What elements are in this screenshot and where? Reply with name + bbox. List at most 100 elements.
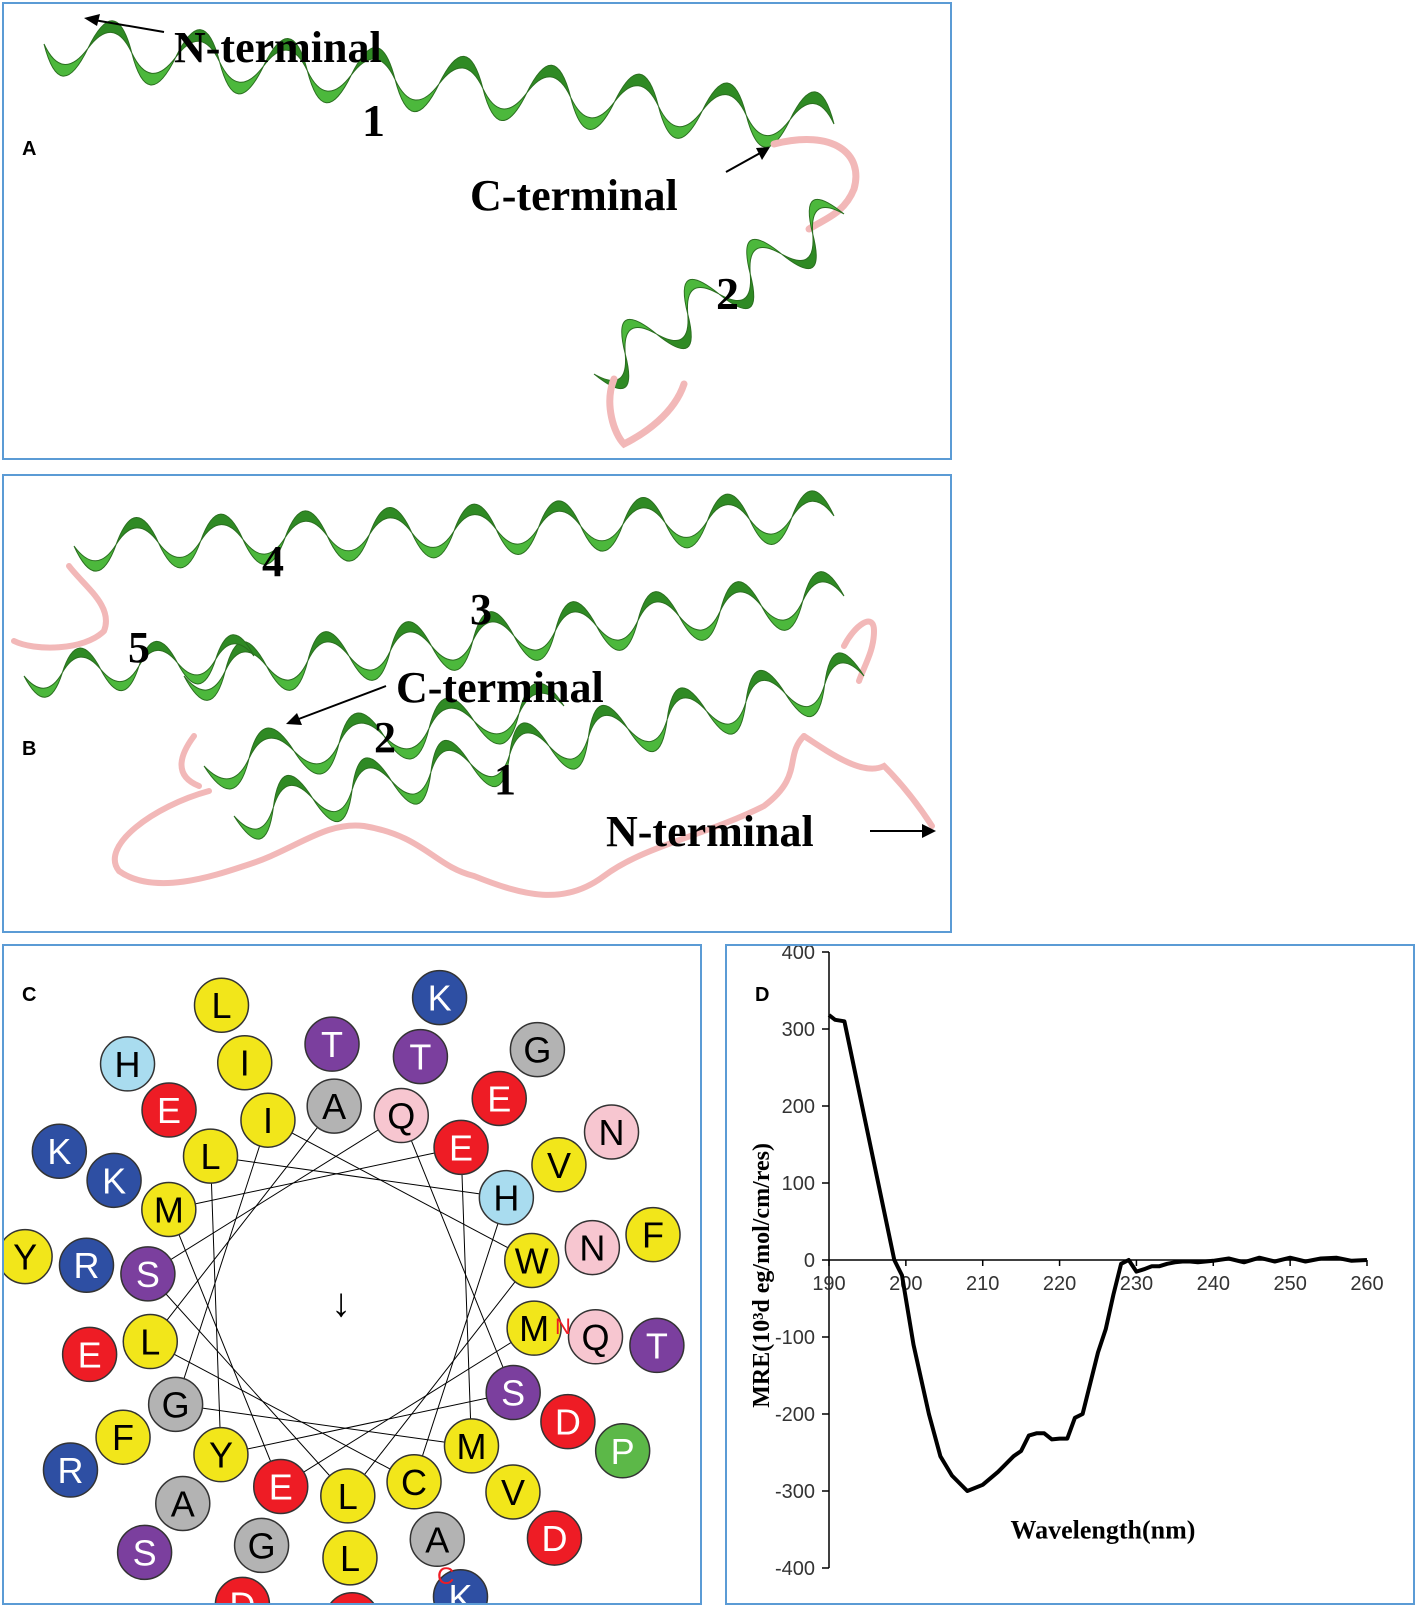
helix-1-segment <box>469 754 511 787</box>
residue-circle <box>411 969 468 1026</box>
wheel-connection-line <box>149 1105 335 1342</box>
residue-circle <box>306 1078 362 1134</box>
y-tick-label: -400 <box>775 1558 815 1580</box>
x-tick-label: 220 <box>1043 1273 1076 1295</box>
panel-label-c: C <box>22 984 37 1006</box>
helix-2-segment <box>293 743 340 775</box>
residue-letter: I <box>263 1100 273 1141</box>
residue-letter: D <box>229 1584 255 1603</box>
helix-3-segment <box>183 670 226 701</box>
helix-1-segment <box>391 772 432 805</box>
panel-a: A N-terminal 1 C-terminal 2 <box>2 2 952 460</box>
residue-letter: N <box>579 1228 605 1269</box>
helix-3-segment <box>637 591 680 622</box>
residue-circle <box>86 1152 142 1209</box>
helix-1-segment <box>175 29 221 62</box>
loop-a-1 <box>770 136 860 233</box>
helix-3-segment <box>678 610 721 641</box>
residue-letter: E <box>449 1127 473 1168</box>
residue-circle <box>625 1206 681 1263</box>
helix-1-segment <box>587 705 629 738</box>
residue-letter: P <box>611 1431 635 1472</box>
residue-circle <box>629 1317 685 1374</box>
helix-4-segment <box>495 527 539 555</box>
residue-letter: Q <box>581 1317 609 1358</box>
residue-letter: H <box>493 1178 519 1219</box>
helix-2-ribbon <box>203 682 565 790</box>
helix-4-segment <box>453 503 497 532</box>
label-c-terminal-a: C-terminal <box>470 171 678 220</box>
residue-letter: R <box>74 1245 100 1286</box>
wheel-residues: MEMEMGIWLSQSYLHCLAQGKEVFINLRTDAEVAETTDKG… <box>4 969 685 1603</box>
residue-circle <box>503 1232 560 1289</box>
helix-1-segment <box>131 52 177 86</box>
residue-circle <box>564 1219 621 1276</box>
arrowhead-c-terminal-a <box>756 147 770 160</box>
residue-circle <box>42 1442 99 1498</box>
y-tick-label: -200 <box>775 1404 815 1426</box>
helix-5-ribbon <box>23 634 255 698</box>
wheel-connection-line <box>280 1327 535 1487</box>
residue-circle <box>95 1409 151 1465</box>
residue-letter: V <box>501 1472 525 1513</box>
residue-circle <box>182 1128 239 1184</box>
helix-4-segment <box>115 517 159 545</box>
arrowhead-c-terminal-b <box>286 713 302 725</box>
helix-1-segment <box>262 38 308 71</box>
arrow-c-terminal-b <box>295 685 387 721</box>
wheel-connection-line <box>168 1209 282 1487</box>
residue-letter: I <box>240 1043 250 1084</box>
helix-1-segment <box>526 64 572 98</box>
wheel-connection-line <box>147 1115 402 1275</box>
helix-1-ribbon <box>233 652 865 840</box>
helix-2-segment <box>248 727 295 759</box>
helix-1-segment <box>824 652 865 685</box>
helix-1-segment <box>701 82 747 116</box>
residue-circle <box>567 1309 624 1365</box>
residue-letter: G <box>248 1525 276 1566</box>
residue-letter: Q <box>387 1096 415 1137</box>
helix-4-segment <box>326 534 371 562</box>
helix-1-segment <box>509 722 550 755</box>
helix-1-segment <box>548 737 589 770</box>
y-tick-label: 300 <box>782 1019 815 1041</box>
helix-1-segment <box>219 61 264 95</box>
residue-letter: M <box>154 1189 184 1230</box>
residue-circle <box>141 1181 197 1238</box>
residue-circle <box>120 1246 176 1302</box>
residue-circle <box>594 1423 651 1479</box>
helix-1-segment <box>350 46 396 80</box>
residue-circle <box>99 1036 156 1092</box>
helix-3-segment <box>596 620 639 651</box>
wheel-connection-line <box>267 1119 532 1261</box>
wheel-connection-line <box>147 1273 349 1497</box>
loop-a-2 <box>606 375 688 449</box>
helix-4-segment <box>369 507 413 535</box>
helix-3-ribbon <box>183 571 845 701</box>
residue-circle <box>485 1464 541 1520</box>
residue-letter: G <box>162 1384 190 1425</box>
residue-circle <box>122 1313 179 1370</box>
y-tick-label: 400 <box>782 946 815 964</box>
helix-1-segment <box>351 757 392 790</box>
residue-letter: D <box>555 1402 581 1443</box>
helix-3-segment <box>431 640 474 671</box>
residue-letter: T <box>646 1325 668 1366</box>
helix-1-segment <box>789 91 835 125</box>
helix-1-segment <box>657 106 703 139</box>
panel-label-d: D <box>755 984 770 1006</box>
residue-letter: Y <box>209 1435 233 1476</box>
helix-1-segment <box>745 114 791 148</box>
residue-circle <box>31 1123 88 1179</box>
helix-5-segment <box>215 634 255 660</box>
residue-circle <box>392 1028 449 1085</box>
residue-letter: V <box>547 1145 571 1186</box>
x-tick-label: 190 <box>812 1273 845 1295</box>
residue-circle <box>409 1511 466 1568</box>
helix-1-segment <box>570 97 616 130</box>
panel-c: C MEMEMGIWLSQSYLHCLAQGKEVFINLRTDAEVAETTD… <box>2 944 702 1605</box>
helix-3-segment <box>224 641 267 672</box>
